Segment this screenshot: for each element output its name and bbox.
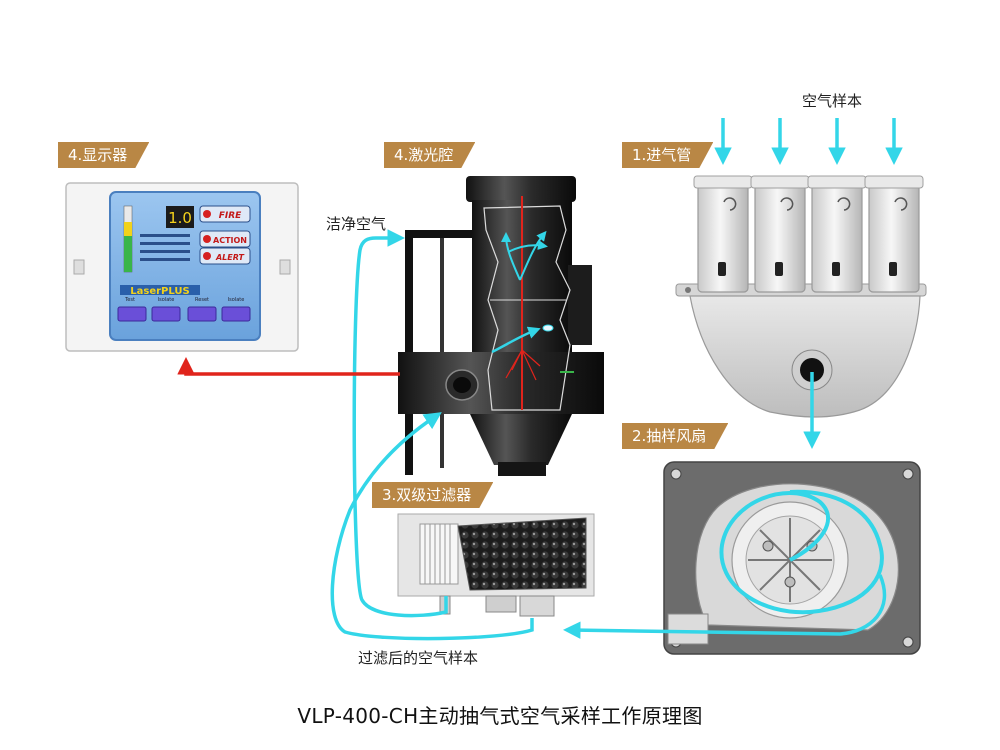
filtered-sample-arrow [330, 412, 534, 641]
intake-manifold [675, 175, 927, 418]
soft-key [151, 306, 181, 322]
clean-air-label: 洁净空气 [326, 215, 387, 233]
diagram-caption: VLP-400-CH主动抽气式空气采样工作原理图 [297, 704, 703, 728]
alarm-buttons: FIRE ACTION ALERT [199, 205, 251, 265]
laser-chamber [398, 176, 604, 476]
airflow-paths [330, 118, 903, 641]
sampling-fan-tag: 2.抽样风扇 [622, 423, 728, 449]
softkey-label-4: Isolate [228, 297, 245, 303]
dual-filter [397, 513, 595, 617]
dual-filter-tag: 3.双级过滤器 [372, 482, 493, 508]
air-sample-label: 空气样本 [802, 92, 863, 110]
signal-path [177, 357, 400, 376]
fan-to-filter-arrow [563, 574, 887, 639]
soft-key [221, 306, 251, 322]
display-panel: 1.0 FIRE ACTION ALERT LaserPLUS Test Iso… [65, 182, 299, 352]
display-tag: 4.显示器 [58, 142, 149, 168]
softkey-label-2: Isolate [158, 297, 175, 303]
intake-pipe-tag: 1.进气管 [622, 142, 713, 168]
action-button-label: ACTION [213, 236, 247, 245]
clean-air-arrow [352, 229, 448, 618]
display-readout: 1.0 [168, 209, 192, 227]
fan-swirl-arrow [719, 489, 884, 615]
laser-chamber-tag: 4.激光腔 [384, 142, 475, 168]
softkey-label-1: Test [124, 297, 135, 303]
soft-key [117, 306, 147, 322]
filtered-sample-label: 过滤后的空气样本 [358, 649, 479, 667]
softkey-label-3: Reset [195, 297, 209, 303]
signal-arrow [177, 357, 400, 376]
alert-button-label: ALERT [215, 253, 245, 262]
brand-label: LaserPLUS [130, 286, 189, 297]
soft-key [187, 306, 217, 322]
fire-button-label: FIRE [219, 211, 242, 221]
